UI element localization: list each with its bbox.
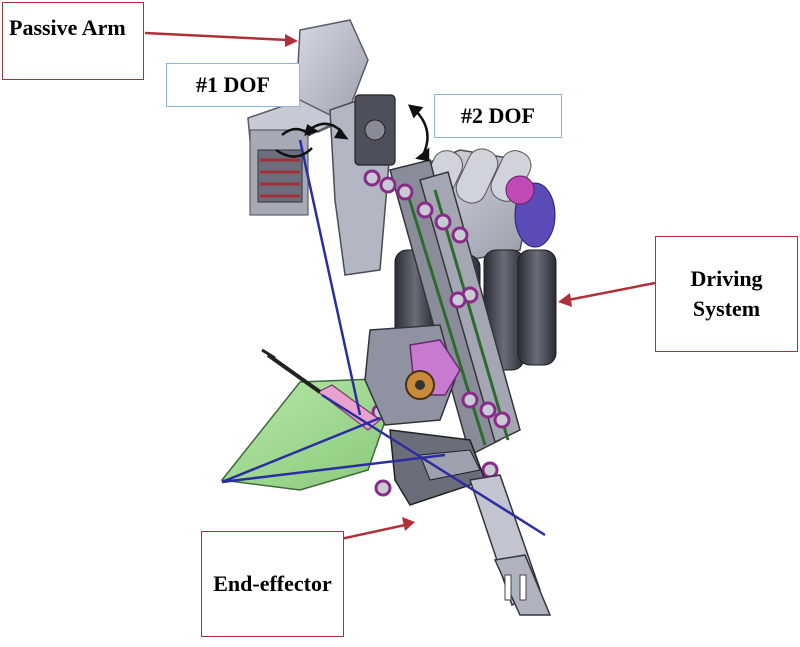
rcm-lines xyxy=(221,139,546,537)
dof1-label: #1 DOF xyxy=(166,63,300,107)
joint-coil xyxy=(257,149,303,203)
driving-system-label: Driving System xyxy=(655,236,798,352)
dof1-text: #1 DOF xyxy=(196,72,270,98)
passive-arm-label: Passive Arm xyxy=(2,2,144,80)
end-effector-text: End-effector xyxy=(213,571,332,597)
driving-system-text-line1: Driving xyxy=(690,266,763,292)
end-effector-label: End-effector xyxy=(201,531,344,637)
passive-arm-text: Passive Arm xyxy=(9,15,126,40)
dof2-text: #2 DOF xyxy=(461,103,535,129)
driving-system-text-line2: System xyxy=(692,296,761,321)
dof1-rotation-arrows xyxy=(275,122,349,158)
dof2-rotation-arrow xyxy=(408,104,430,162)
dof2-label: #2 DOF xyxy=(434,94,562,138)
